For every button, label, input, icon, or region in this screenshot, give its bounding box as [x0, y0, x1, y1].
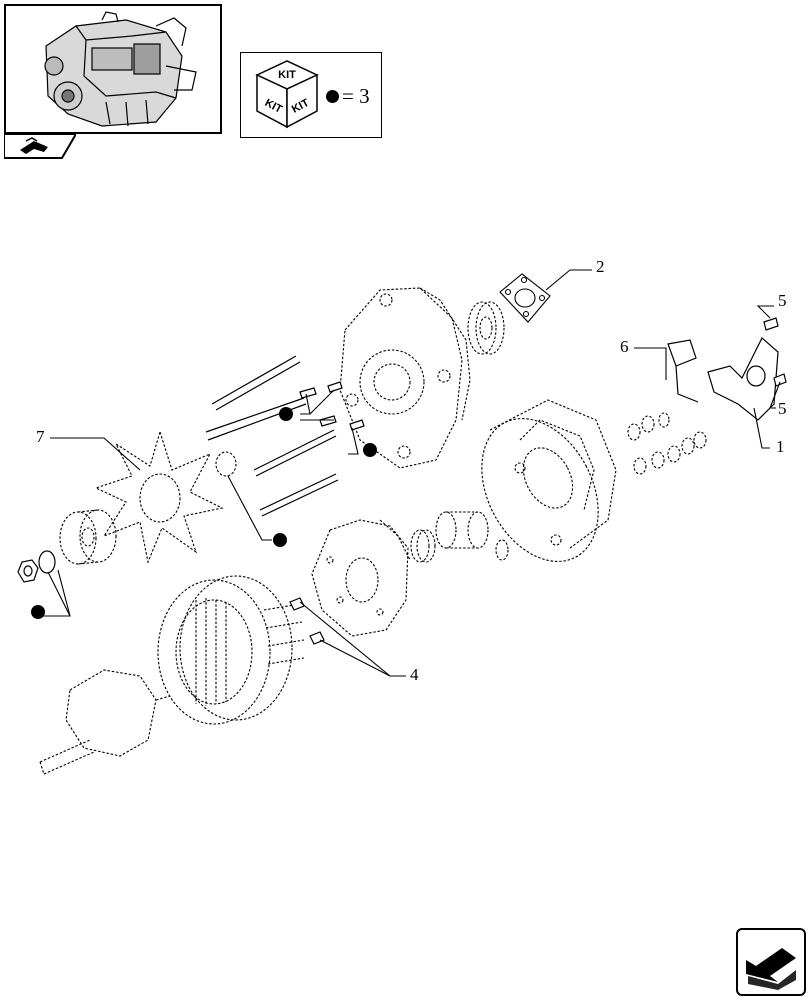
leader-kit-screws-b — [300, 419, 359, 455]
leader-2 — [545, 269, 592, 291]
spacer-sleeve[interactable] — [435, 511, 489, 549]
through-bolts[interactable] — [205, 355, 339, 517]
small-bearing[interactable] — [410, 529, 509, 563]
kit-equals-text: = 3 — [342, 84, 370, 108]
stator-winding[interactable] — [157, 575, 305, 725]
callout-5-top[interactable]: 5 — [778, 291, 787, 310]
callout-2[interactable]: 2 — [596, 257, 605, 276]
washers[interactable] — [627, 412, 707, 475]
engine-icon — [44, 11, 197, 127]
next-page-button[interactable] — [736, 928, 806, 996]
bearing-cover[interactable] — [499, 273, 551, 323]
leader-kit-pulley — [40, 569, 71, 617]
engine-thumbnail — [4, 4, 222, 134]
catalog-tab[interactable] — [3, 133, 78, 160]
leader-5a — [756, 305, 774, 319]
nut[interactable] — [17, 559, 39, 583]
callout-5-bottom[interactable]: 5 — [778, 399, 787, 418]
rotor-shaft[interactable] — [39, 669, 171, 775]
kit-dot-icon — [363, 443, 377, 457]
kit-cube-icon: KIT KIT KIT — [255, 60, 319, 129]
fan[interactable] — [94, 430, 224, 564]
kit-top-label: KIT — [278, 69, 296, 81]
next-page-arrow-icon — [746, 948, 796, 990]
front-housing[interactable] — [339, 287, 471, 469]
callout-4[interactable]: 4 — [410, 665, 419, 684]
voltage-regulator[interactable] — [707, 337, 779, 421]
leader-1 — [753, 407, 770, 449]
leader-5b — [769, 381, 781, 409]
kit-dots — [31, 407, 377, 619]
kit-dot-icon — [279, 407, 293, 421]
rear-housing[interactable] — [458, 398, 621, 581]
callout-7[interactable]: 7 — [36, 427, 45, 446]
kit-dot-icon — [273, 533, 287, 547]
leader-6 — [634, 347, 667, 380]
callout-1[interactable]: 1 — [776, 437, 785, 456]
leader-kit-screws-a — [300, 389, 335, 415]
leader-kit-washer — [227, 475, 272, 541]
kit-quantity-note: = 3 — [326, 84, 370, 108]
washer[interactable] — [38, 550, 56, 574]
kit-legend: KIT KIT KIT — [240, 52, 382, 138]
rectifier-plate[interactable] — [311, 519, 411, 637]
screws[interactable] — [289, 317, 787, 645]
kit-dot-icon — [326, 89, 339, 103]
leader-7 — [50, 437, 141, 471]
callout-6[interactable]: 6 — [620, 337, 629, 356]
bearing[interactable] — [467, 301, 505, 355]
leader-4 — [299, 601, 406, 677]
pulley[interactable] — [59, 509, 117, 565]
kit-dot-icon — [31, 605, 45, 619]
capacitor[interactable] — [667, 339, 699, 403]
spacer-washer[interactable] — [215, 451, 237, 477]
parts-catalog-icon — [3, 133, 78, 159]
